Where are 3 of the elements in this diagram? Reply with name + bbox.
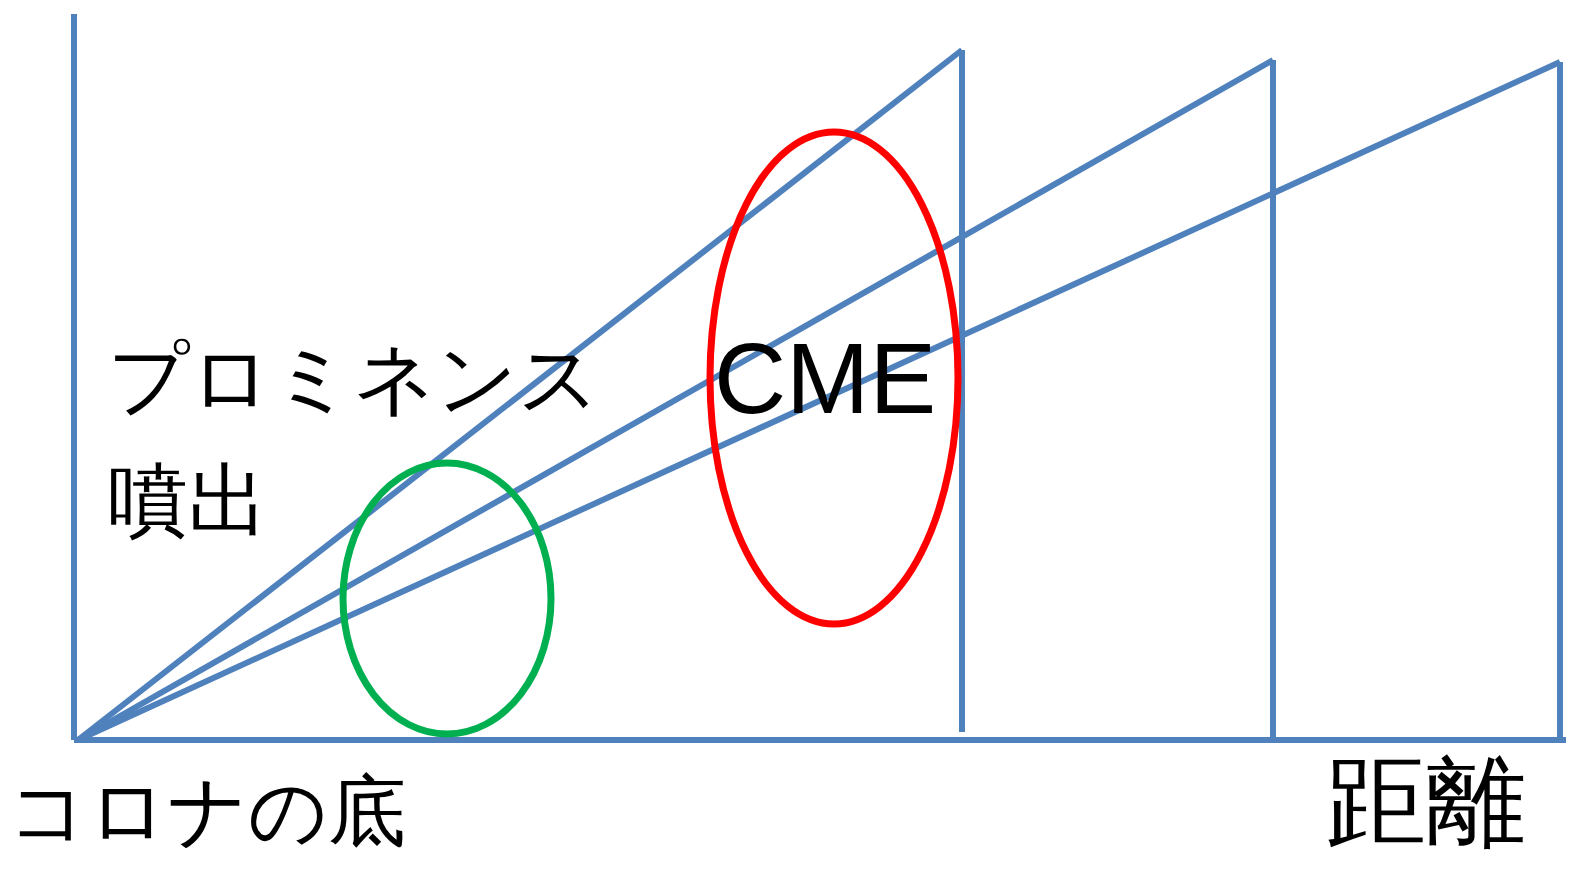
- axis-label: 距離: [1326, 752, 1526, 852]
- axis-label: コロナの底: [8, 772, 406, 850]
- ellipse: [339, 459, 555, 738]
